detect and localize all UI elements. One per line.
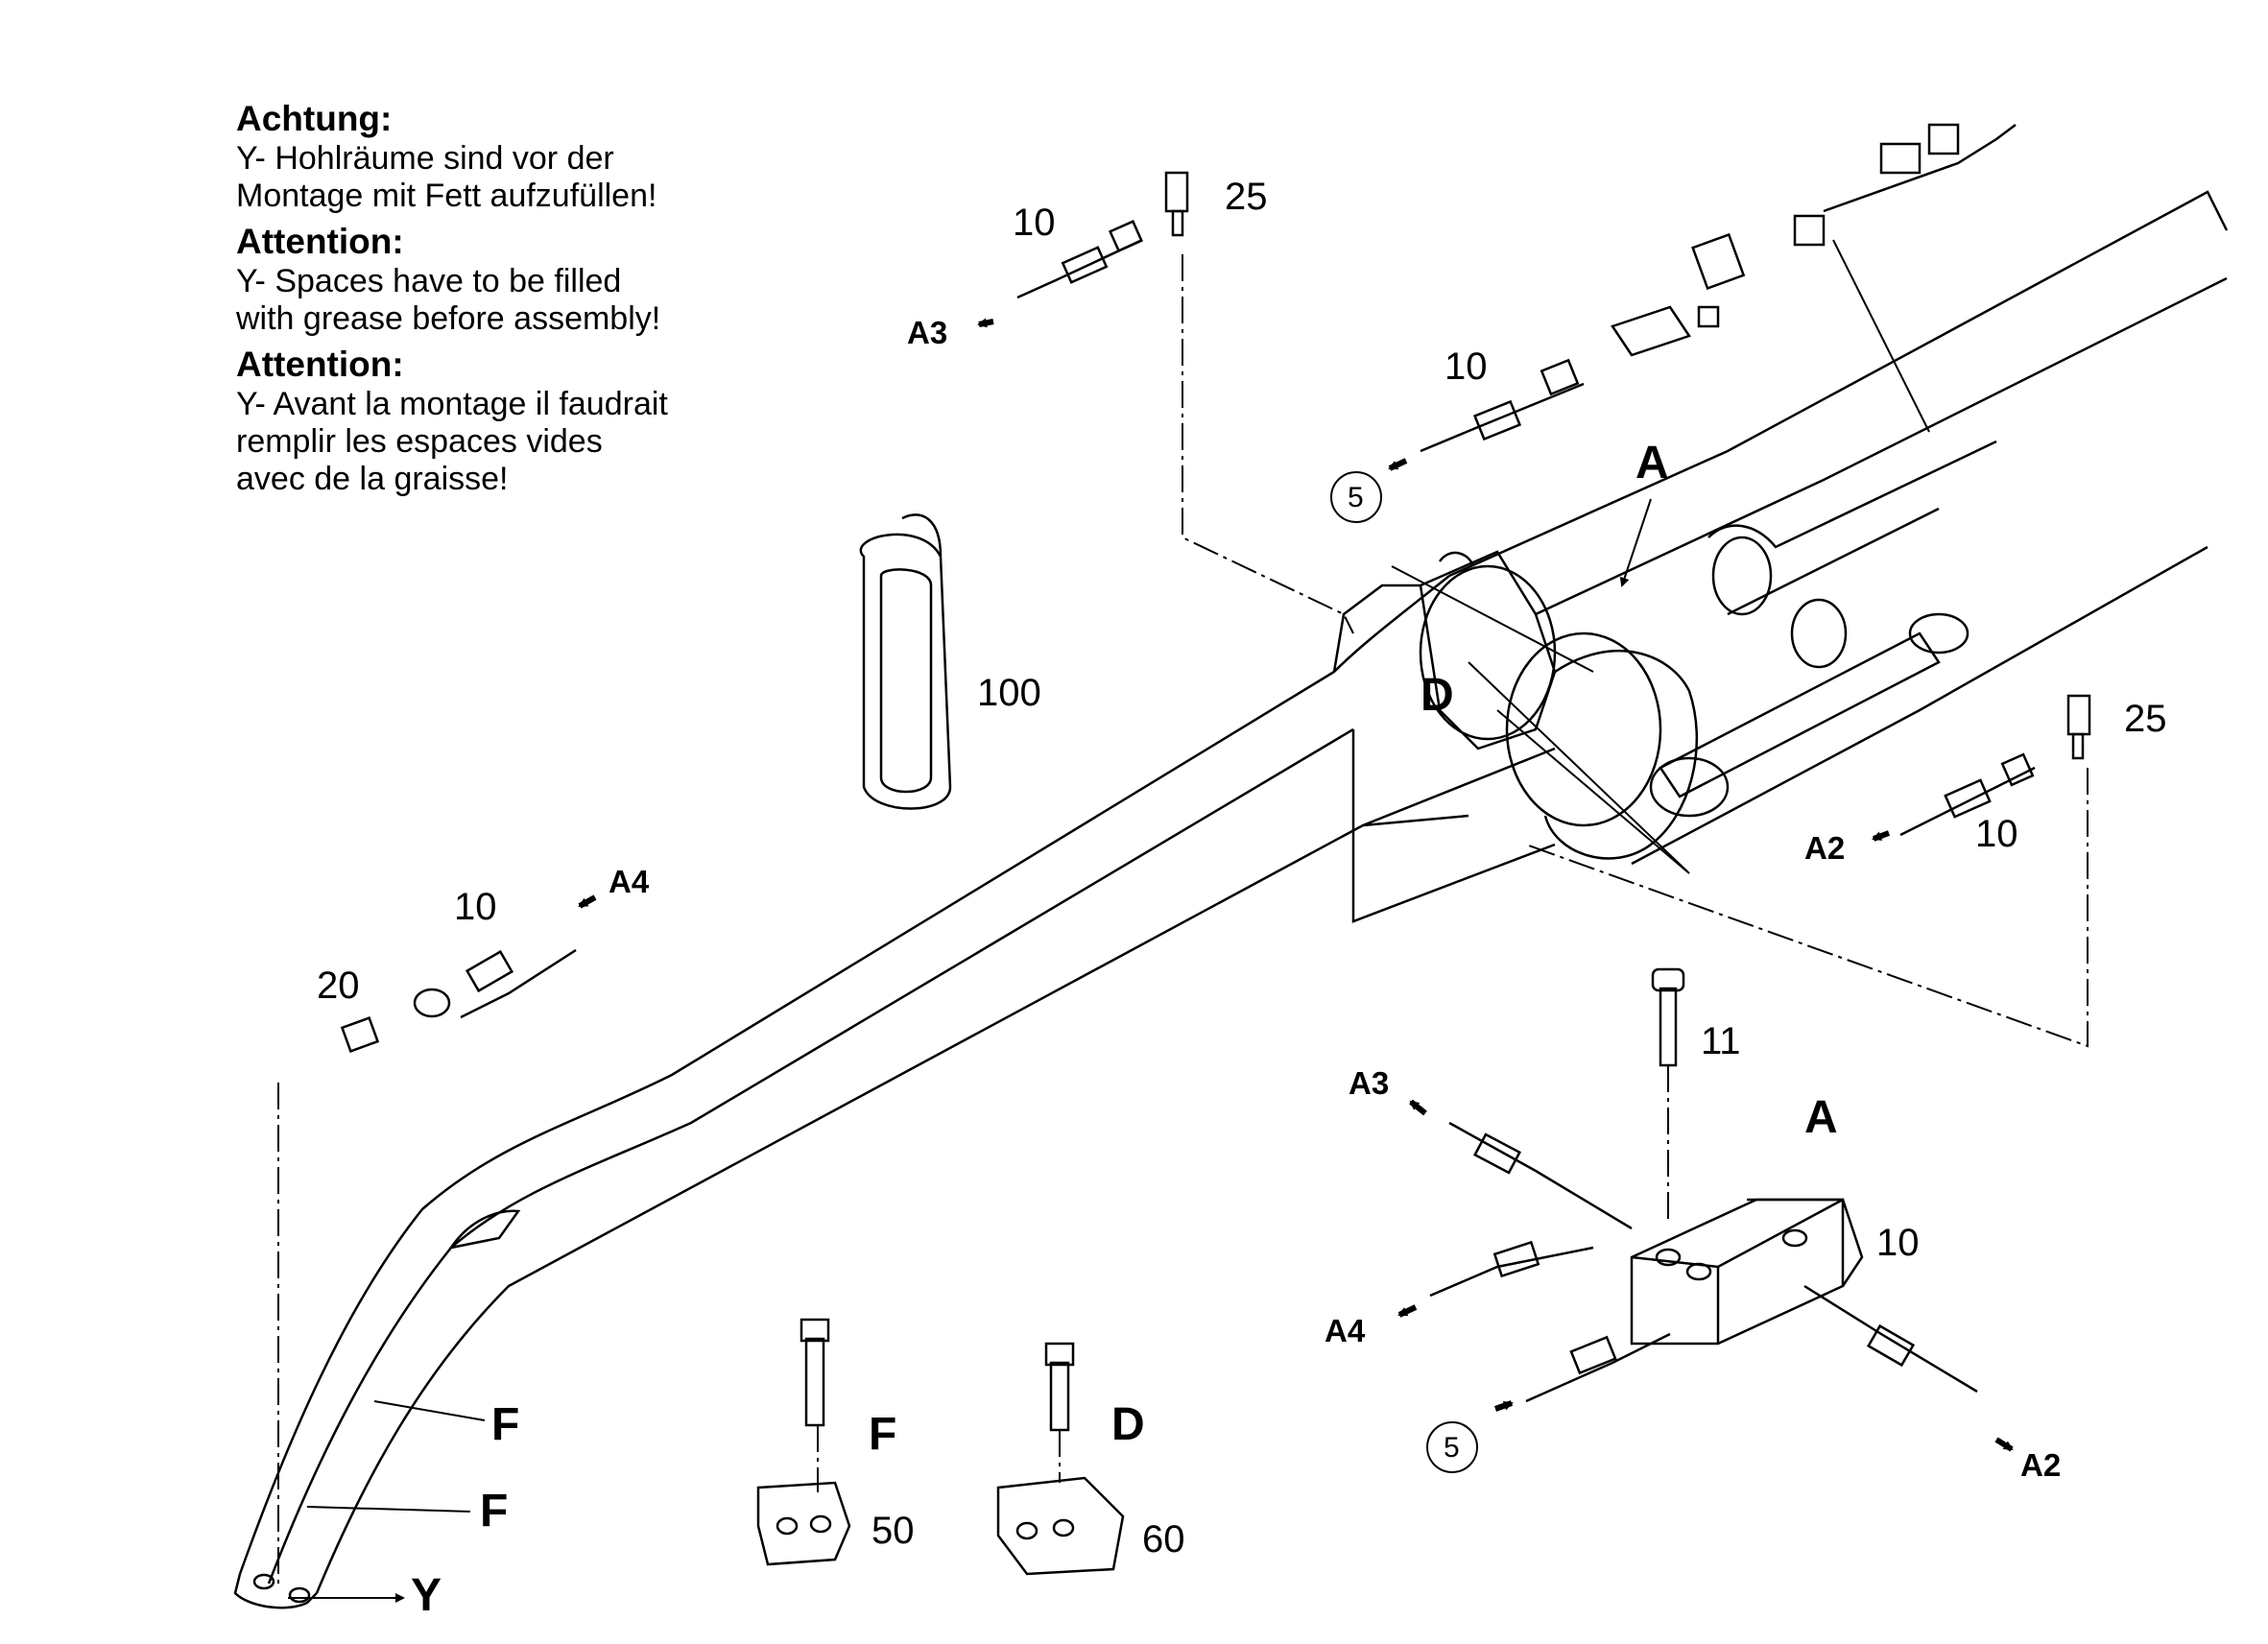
circle-5-block [1426,1421,1478,1473]
connection-arrows [578,318,2014,1452]
conn-A2-block: A2 [2020,1447,2061,1483]
callout-labels: A D A F F Y F D [411,438,1838,1621]
label-part-60: 60 [1142,1518,1185,1561]
callout-Y: Y [411,1570,442,1621]
label-circle-5-mid: 5 [1348,482,1364,513]
label-part-50: 50 [871,1510,915,1552]
label-leaders [288,239,1930,1603]
note-heading-de: Achtung: [236,99,393,138]
note-heading-fr: Attention: [236,345,404,384]
part-number-labels: 10 25 10 100 25 10 10 20 11 10 50 60 5 5 [317,176,2167,1561]
conn-A4-left: A4 [609,864,650,899]
assembly-leader-lines [277,254,2089,1588]
note-heading-en: Attention: [236,222,404,261]
callout-F-lower: F [480,1486,508,1537]
label-circle-5-block: 5 [1444,1432,1460,1464]
callout-F-clamp: F [869,1409,896,1460]
label-part-11: 11 [1701,1020,1741,1062]
label-part-20: 20 [317,965,360,1007]
upper-pipe-assembly [1611,123,2017,357]
label-part-10-block: 10 [1876,1222,1920,1264]
conn-A4-block: A4 [1325,1313,1366,1348]
boom-structure [233,190,2229,1609]
conn-A3-top: A3 [907,315,947,350]
callout-D-clamp: D [1111,1399,1145,1450]
connection-labels: A3 A2 A4 A3 A4 A2 [609,315,2061,1483]
circle-5-mid [1330,471,1382,523]
label-part-25-top: 25 [1225,176,1268,218]
label-part-10-right: 10 [1975,813,2018,855]
small-fittings [340,171,2091,1576]
label-part-100: 100 [977,672,1041,714]
callout-A-detail: A [1804,1092,1838,1143]
conn-A3-block: A3 [1349,1065,1389,1101]
distributor-block [1429,967,1978,1403]
callout-F-upper: F [491,1399,519,1450]
label-part-10-top: 10 [1013,202,1056,244]
callout-A-main: A [1635,438,1669,488]
conn-A2-right: A2 [1804,830,1845,866]
callout-D-main: D [1420,670,1454,721]
label-part-10-mid: 10 [1444,345,1488,388]
label-part-10-left: 10 [454,886,497,928]
label-part-25-right: 25 [2124,698,2167,740]
